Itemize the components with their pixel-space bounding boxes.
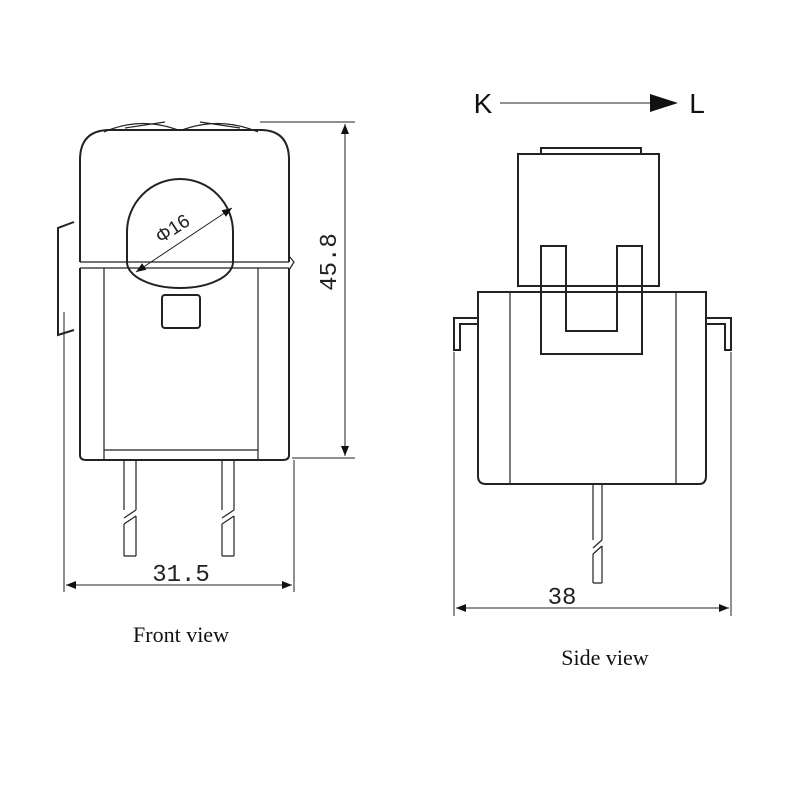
front-hinge-nub xyxy=(288,255,295,271)
side-hinge-slot xyxy=(565,291,618,332)
side-view-caption: Side view xyxy=(561,645,648,670)
current-from-label: K xyxy=(474,88,493,119)
side-hinge xyxy=(540,245,643,355)
side-body xyxy=(477,291,707,485)
front-leads xyxy=(123,460,235,557)
front-clamp-top xyxy=(79,129,290,262)
side-lead xyxy=(592,484,603,584)
side-width-dimension-label: 38 xyxy=(548,585,577,612)
front-aperture xyxy=(126,178,234,289)
front-body-lower xyxy=(79,268,290,461)
side-view: K L 38 Side view xyxy=(453,88,732,670)
front-view: Φ16 45.8 31.5 Front view xyxy=(57,121,355,647)
height-dimension-label: 45.8 xyxy=(317,233,344,291)
front-slot xyxy=(161,294,201,329)
current-arrowhead xyxy=(650,94,678,112)
side-clamp xyxy=(517,153,660,287)
front-view-caption: Front view xyxy=(133,622,229,647)
side-pin-right xyxy=(706,317,732,351)
side-clamp-cap xyxy=(540,147,642,154)
front-latch xyxy=(57,221,75,337)
side-pin-left xyxy=(453,317,478,351)
current-to-label: L xyxy=(689,88,705,119)
width-dimension-label: 31.5 xyxy=(152,562,210,589)
diameter-dimension-line xyxy=(135,207,233,273)
front-top-ridges xyxy=(103,121,259,133)
diameter-label: Φ16 xyxy=(152,211,194,248)
